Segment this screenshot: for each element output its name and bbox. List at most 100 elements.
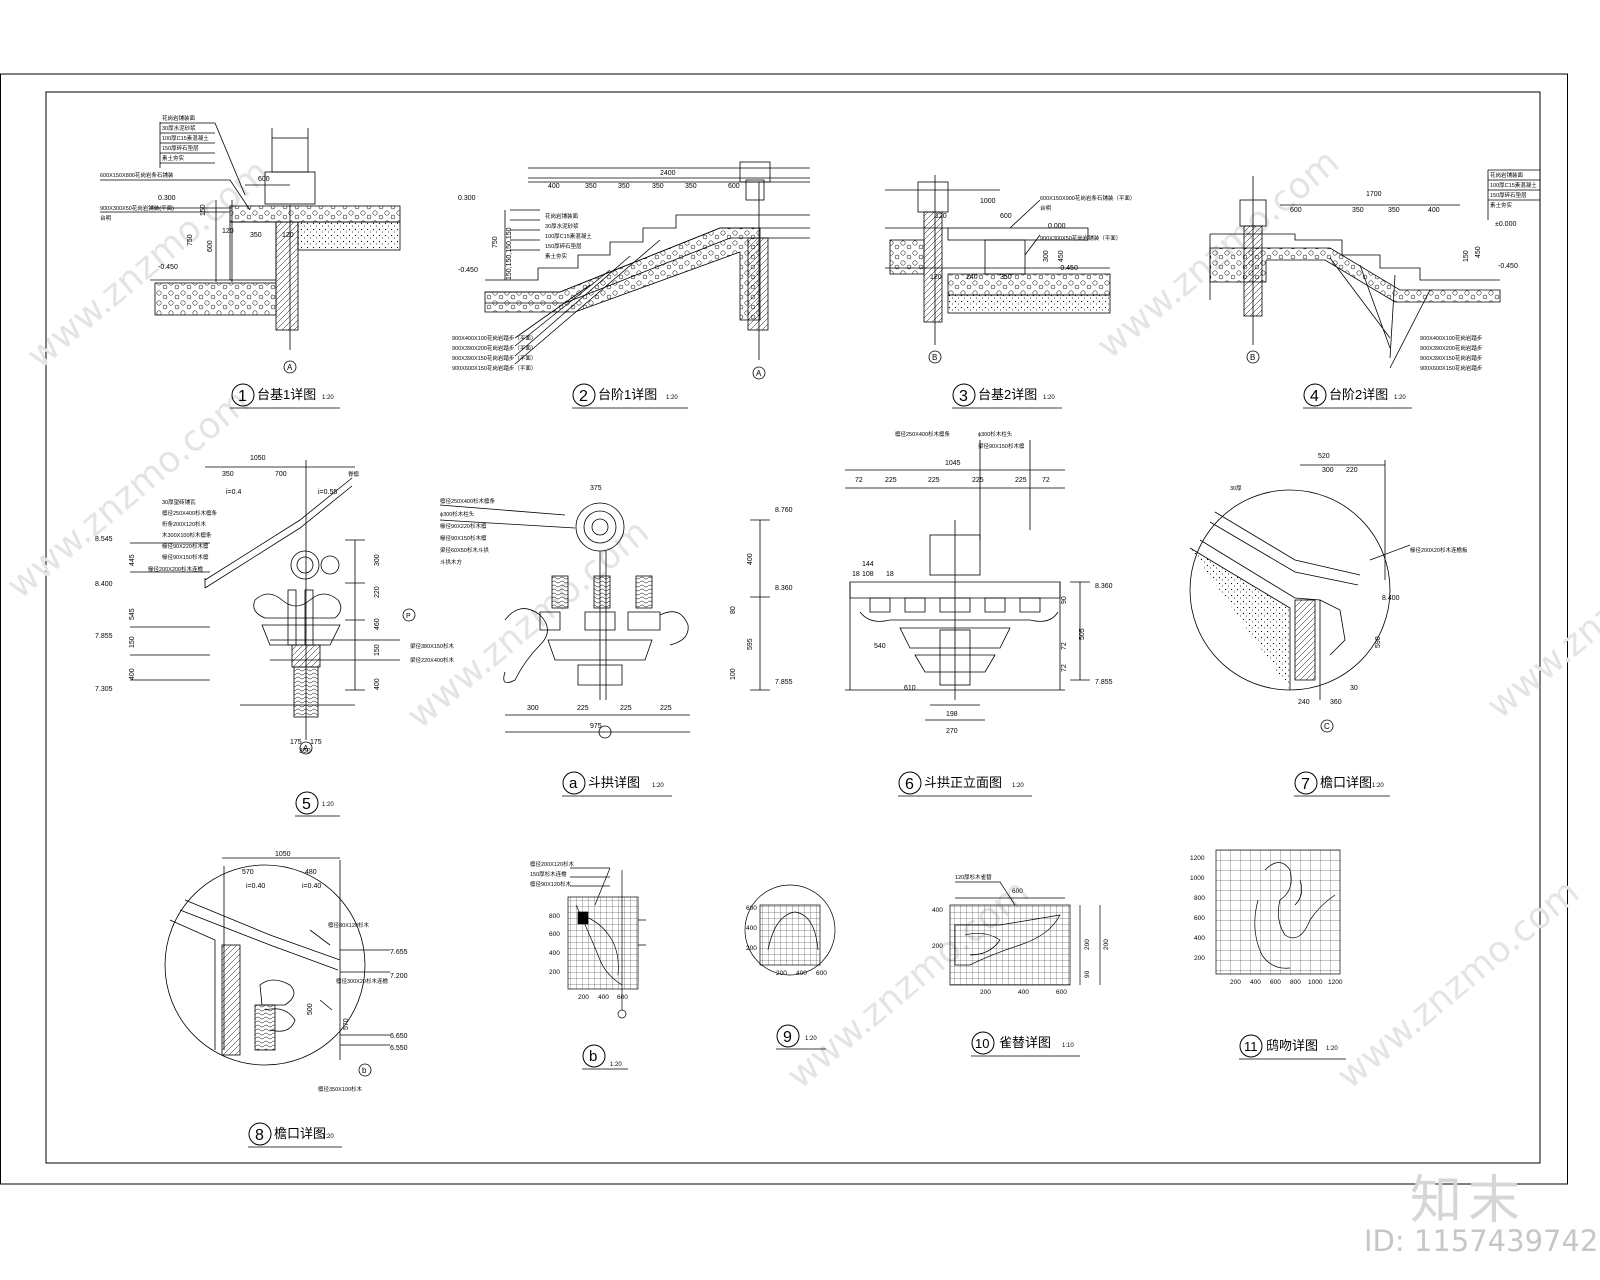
- detail-title: 檐口详图: [1320, 775, 1372, 790]
- dim: 400: [129, 668, 136, 680]
- elev: 7.855: [775, 679, 793, 686]
- detail-a-labels: 375 8.760 8.360 7.855 400 595 80 100 300…: [440, 485, 793, 730]
- tick-x: 200: [578, 994, 589, 1001]
- detail-number: 1: [238, 388, 247, 405]
- detail-3-platform: [885, 175, 1111, 364]
- column: [271, 137, 309, 173]
- column-base: [264, 171, 316, 205]
- detail-number: 5: [302, 796, 311, 813]
- detail-6-bracket-elevation: [845, 440, 1090, 721]
- detail-scale: 1:20: [1012, 783, 1024, 789]
- inner-frame: [45, 91, 1541, 1164]
- note: 600X150X900花岗岩条石铺装（平面）: [1040, 194, 1135, 202]
- detail-3-labels: 1000 600 120 120 0.000 -0.450 300 450 35…: [930, 194, 1135, 362]
- note: 椽径200X200杉木连檐: [148, 565, 204, 573]
- elev: 6.650: [390, 1033, 408, 1040]
- note: 900X390X200花岗岩踏步: [1420, 344, 1483, 352]
- dim: 225: [660, 705, 672, 712]
- outer-frame: [0, 73, 1568, 1185]
- dim: 975: [590, 723, 602, 730]
- dim: 1045: [945, 460, 961, 467]
- note: 椽径90X150杉木檩: [440, 534, 487, 542]
- detail-scale: 1:20: [322, 395, 334, 401]
- floor-slab: [229, 205, 401, 223]
- tick-x: 200: [1230, 979, 1241, 986]
- dim: 350: [585, 183, 597, 190]
- dim: 350: [250, 232, 262, 239]
- note: 椽径200X20杉木连檐板: [1410, 546, 1468, 554]
- dim: 90: [1061, 596, 1068, 604]
- dim: 570: [242, 869, 254, 876]
- dim: 1050: [250, 455, 266, 462]
- detail-number: 9: [783, 1029, 792, 1046]
- title-bubble: [1303, 383, 1327, 407]
- dim: 480: [305, 869, 317, 876]
- dim: 445: [129, 554, 136, 566]
- dim: 72: [1061, 642, 1068, 650]
- elev: 0.300: [158, 195, 176, 202]
- note: 檩径250X400杉木檩条: [440, 497, 496, 505]
- dim: 270: [946, 728, 958, 735]
- elev: 7.855: [1095, 679, 1113, 686]
- detail-scale: 1:20: [1394, 395, 1406, 401]
- tick-y: 600: [1194, 915, 1205, 922]
- dim: 505: [1079, 628, 1086, 640]
- note: 素土夯实: [162, 154, 185, 162]
- note: 900X600X150花岗岩踏步（平面）: [452, 364, 536, 372]
- note: 100厚C15素混凝土: [545, 232, 592, 240]
- note: 脊檩: [348, 470, 360, 478]
- dim: 225: [928, 477, 940, 484]
- detail-number: 2: [579, 388, 588, 405]
- note: 150厚杉木连檐: [530, 870, 567, 878]
- dim: 1700: [1366, 191, 1382, 198]
- detail-circle: [744, 884, 836, 976]
- axis-label: A: [287, 363, 293, 372]
- detail-scale: 1:20: [666, 395, 678, 401]
- dim: 90: [1084, 970, 1091, 978]
- elev: -0.450: [1498, 263, 1518, 270]
- axis-bubble-a: [752, 366, 766, 380]
- detail-title: 台阶2详图: [1329, 387, 1388, 402]
- detail-8-eave-detail: [164, 857, 390, 1077]
- watermark-text: www.znzmo.com: [399, 511, 657, 736]
- note: 椽径90X150杉木檩: [162, 553, 209, 561]
- dim: 225: [972, 477, 984, 484]
- note: 椽径90X220杉木檩: [162, 542, 209, 550]
- stair-profile: [1210, 233, 1500, 281]
- elev: 7.305: [95, 686, 113, 693]
- axis-label: b: [362, 1066, 367, 1075]
- title-bubble: [776, 1024, 800, 1048]
- note: 900X400X100花岗岩踏步: [1420, 334, 1483, 342]
- stair-profile: [485, 214, 810, 281]
- detail-number: a: [569, 775, 578, 792]
- detail-number: 10: [975, 1036, 989, 1051]
- detail-scale: 1:20: [322, 1134, 334, 1140]
- dim: 72: [855, 477, 863, 484]
- dim: 200: [1084, 939, 1091, 950]
- dim: 150: [1463, 250, 1470, 262]
- elev: 7.200: [390, 973, 408, 980]
- tick-x: 1200: [1328, 979, 1343, 986]
- dim: 360: [1330, 699, 1342, 706]
- dim: 175: [290, 739, 302, 746]
- note: 檩径200X120杉木: [530, 860, 575, 868]
- detail-scale: 1:20: [805, 1036, 817, 1042]
- elev: 8.400: [95, 581, 113, 588]
- detail-circle: [164, 864, 366, 1066]
- detail-scale: 1:20: [652, 783, 664, 789]
- tick-y: 400: [549, 950, 560, 957]
- note: 900X390X150花岗岩踏步（平面）: [452, 354, 536, 362]
- dim: 300: [374, 554, 381, 566]
- note: 120厚杉木雀替: [955, 873, 992, 881]
- tick-x: 600: [1056, 989, 1067, 996]
- note: 150厚碎石垫层: [162, 144, 199, 152]
- dim: 350: [1000, 274, 1012, 281]
- dim: 225: [577, 705, 589, 712]
- note: 30厚望砖铺瓦: [162, 498, 196, 506]
- note: 梁径220X400杉木: [410, 656, 455, 664]
- dim: 220: [374, 586, 381, 598]
- dim: 80: [730, 606, 737, 614]
- detail-b-grid: [567, 867, 646, 1019]
- brand-logo: 知末: [1410, 1171, 1527, 1231]
- tick-x: 200: [776, 970, 787, 977]
